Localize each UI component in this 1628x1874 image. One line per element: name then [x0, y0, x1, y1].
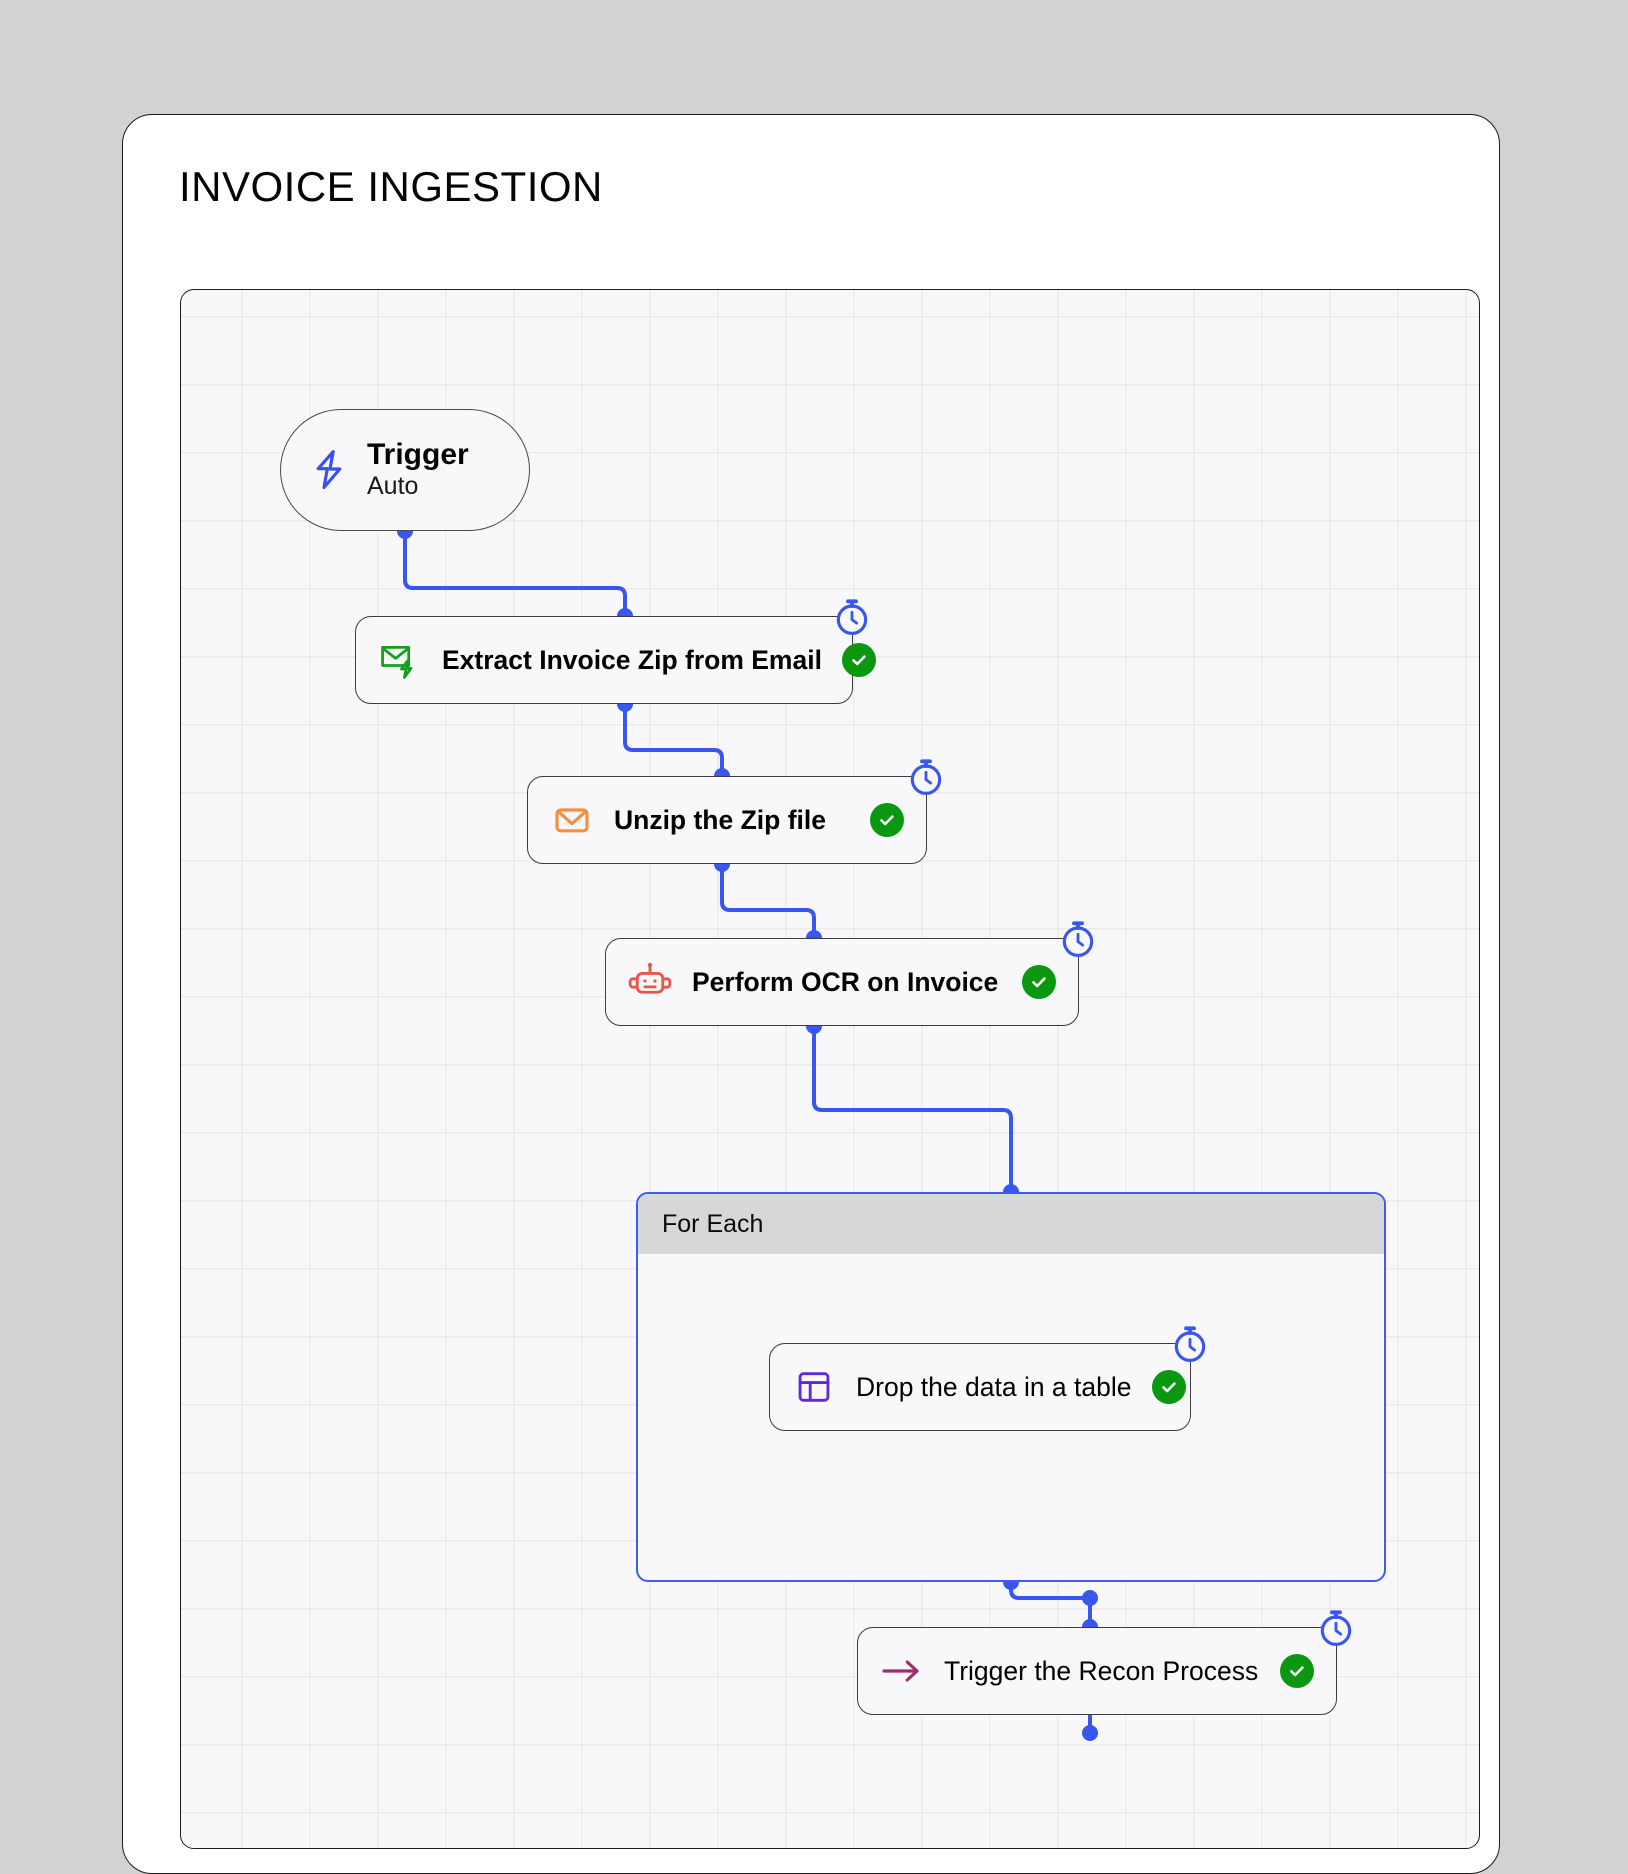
edge-dot — [1082, 1725, 1098, 1741]
node-label: Unzip the Zip file — [614, 804, 826, 835]
node-trigger-recon-process[interactable]: Trigger the Recon Process — [857, 1610, 1352, 1715]
arrow-right-icon — [880, 1649, 924, 1693]
edge-trigger-extract — [403, 529, 627, 618]
node-label: Extract Invoice Zip from Email — [442, 644, 822, 675]
page-title: INVOICE INGESTION — [179, 163, 603, 210]
trigger-text: Trigger Auto — [367, 438, 469, 502]
node-unzip-zip-file[interactable]: Unzip the Zip file — [527, 759, 942, 864]
envelope-icon — [550, 798, 594, 842]
node-perform-ocr[interactable]: Perform OCR on Invoice — [605, 921, 1094, 1026]
workflow-window: INVOICE INGESTION — [122, 114, 1500, 1874]
stopwatch-icon[interactable] — [906, 757, 946, 797]
workflow-canvas[interactable]: For Each Trigger Auto — [180, 289, 1480, 1849]
edge-ocr-foreach — [812, 1024, 1013, 1194]
trigger-title: Trigger — [367, 437, 469, 471]
edge-unzip-ocr — [720, 862, 816, 940]
edge-foreach-recon — [1009, 1580, 1092, 1629]
status-badge-success — [1280, 1654, 1314, 1688]
stopwatch-icon[interactable] — [1170, 1324, 1210, 1364]
node-drop-data-in-table[interactable]: Drop the data in a table — [769, 1326, 1206, 1431]
edge-extract-unzip — [623, 702, 724, 778]
canvas-grid — [181, 290, 1479, 1848]
edge-dot — [1082, 1590, 1098, 1606]
envelope-bolt-icon — [378, 638, 422, 682]
node-label: Drop the data in a table — [856, 1371, 1132, 1402]
group-title: For Each — [662, 1209, 764, 1238]
node-label: Perform OCR on Invoice — [692, 966, 999, 997]
status-badge-success — [1151, 1370, 1186, 1404]
node-trigger[interactable]: Trigger Auto — [280, 409, 530, 531]
node-extract-invoice-zip[interactable]: Extract Invoice Zip from Email — [355, 599, 876, 704]
status-badge-success — [841, 643, 876, 677]
status-badge-success — [1022, 965, 1056, 999]
stopwatch-icon[interactable] — [1058, 919, 1098, 959]
robot-icon — [628, 960, 672, 1004]
node-label: Trigger the Recon Process — [944, 1655, 1259, 1686]
stopwatch-icon[interactable] — [1316, 1608, 1356, 1648]
status-badge-success — [870, 803, 904, 837]
group-header: For Each — [638, 1194, 1384, 1254]
lightning-bolt-icon — [307, 448, 351, 492]
stopwatch-icon[interactable] — [832, 597, 872, 637]
table-icon — [792, 1365, 836, 1409]
trigger-subtitle: Auto — [367, 471, 419, 500]
